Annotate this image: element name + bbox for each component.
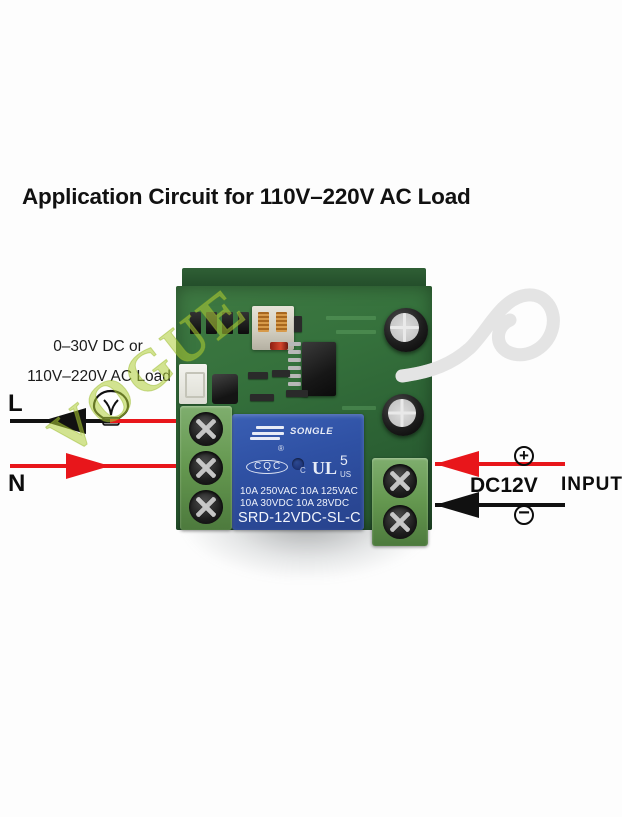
cqc-mark: CQC <box>246 460 289 474</box>
capacitor-1 <box>384 308 428 352</box>
smd-resistor-4 <box>286 390 308 397</box>
relay-rating-line2: 10A 30VDC 10A 28VDC <box>240 498 350 509</box>
neutral-wire-arrowhead <box>66 453 110 479</box>
live-wire-arrowhead <box>42 408 86 434</box>
ul-mark: UL <box>312 458 338 478</box>
pin-header <box>190 312 249 334</box>
white-connector <box>179 364 207 404</box>
relay-part-number: SRD-12VDC-SL-C <box>238 510 361 526</box>
smd-component-5 <box>294 316 302 332</box>
load-terminal-screw-2[interactable] <box>189 451 223 485</box>
power-terminal-block[interactable] <box>372 458 428 546</box>
load-terminal-block[interactable] <box>180 406 232 530</box>
relay-rating-line1: 10A 250VAC 10A 125VAC <box>240 486 358 497</box>
dc-voltage-label: DC12V <box>470 474 538 497</box>
positive-wire-line <box>435 462 565 466</box>
pcb-trace-2 <box>336 330 376 334</box>
terminal-label-l: L <box>8 390 23 417</box>
c-mark: C <box>300 466 306 475</box>
ic-pin-row <box>288 342 302 396</box>
positive-wire-arrowhead <box>435 451 479 477</box>
smd-resistor-2 <box>272 370 290 377</box>
pcb-board: SONGLE ® CQC C UL 5 US 10A 250VAC 10A 12… <box>176 286 432 546</box>
registered-mark: ® <box>278 444 284 453</box>
ul-us-mark: US <box>340 470 352 479</box>
capacitor-2 <box>382 394 424 436</box>
live-wire-red-segment <box>110 419 220 423</box>
input-label: INPUT <box>561 474 622 495</box>
neutral-wire-line <box>10 464 222 468</box>
relay-brand: SONGLE <box>290 426 334 437</box>
load-caption-line2: 110V–220V AC Load <box>27 368 171 385</box>
polarity-minus-icon: − <box>514 503 534 525</box>
black-component <box>212 374 238 404</box>
songle-logo-icon <box>248 426 284 444</box>
pcb-trace-1 <box>326 316 376 320</box>
power-terminal-screw-negative[interactable] <box>383 505 417 539</box>
relay-module: SONGLE ® CQC C UL 5 US 10A 250VAC 10A 12… <box>176 268 432 546</box>
negative-wire-line <box>435 503 565 507</box>
load-terminal-screw-1[interactable] <box>189 412 223 446</box>
terminal-label-n: N <box>8 470 26 497</box>
power-terminal-screw-positive[interactable] <box>383 464 417 498</box>
relay-component: SONGLE ® CQC C UL 5 US 10A 250VAC 10A 12… <box>232 414 364 530</box>
smd-resistor-3 <box>250 394 274 401</box>
negative-wire-arrowhead <box>435 492 479 518</box>
diode-component <box>270 342 288 350</box>
load-caption-line1: 0–30V DC or <box>53 338 143 355</box>
ul-number: 5 <box>340 452 348 468</box>
smd-resistor-1 <box>248 372 268 379</box>
light-bulb-icon <box>92 389 130 426</box>
pcb-trace-3 <box>342 406 376 410</box>
ic-chip <box>302 342 336 396</box>
relay-vent-hole <box>292 458 304 470</box>
page-title: Application Circuit for 110V–220V AC Loa… <box>22 184 471 209</box>
load-terminal-screw-3[interactable] <box>189 490 223 524</box>
polarity-plus-icon: + <box>514 446 534 466</box>
